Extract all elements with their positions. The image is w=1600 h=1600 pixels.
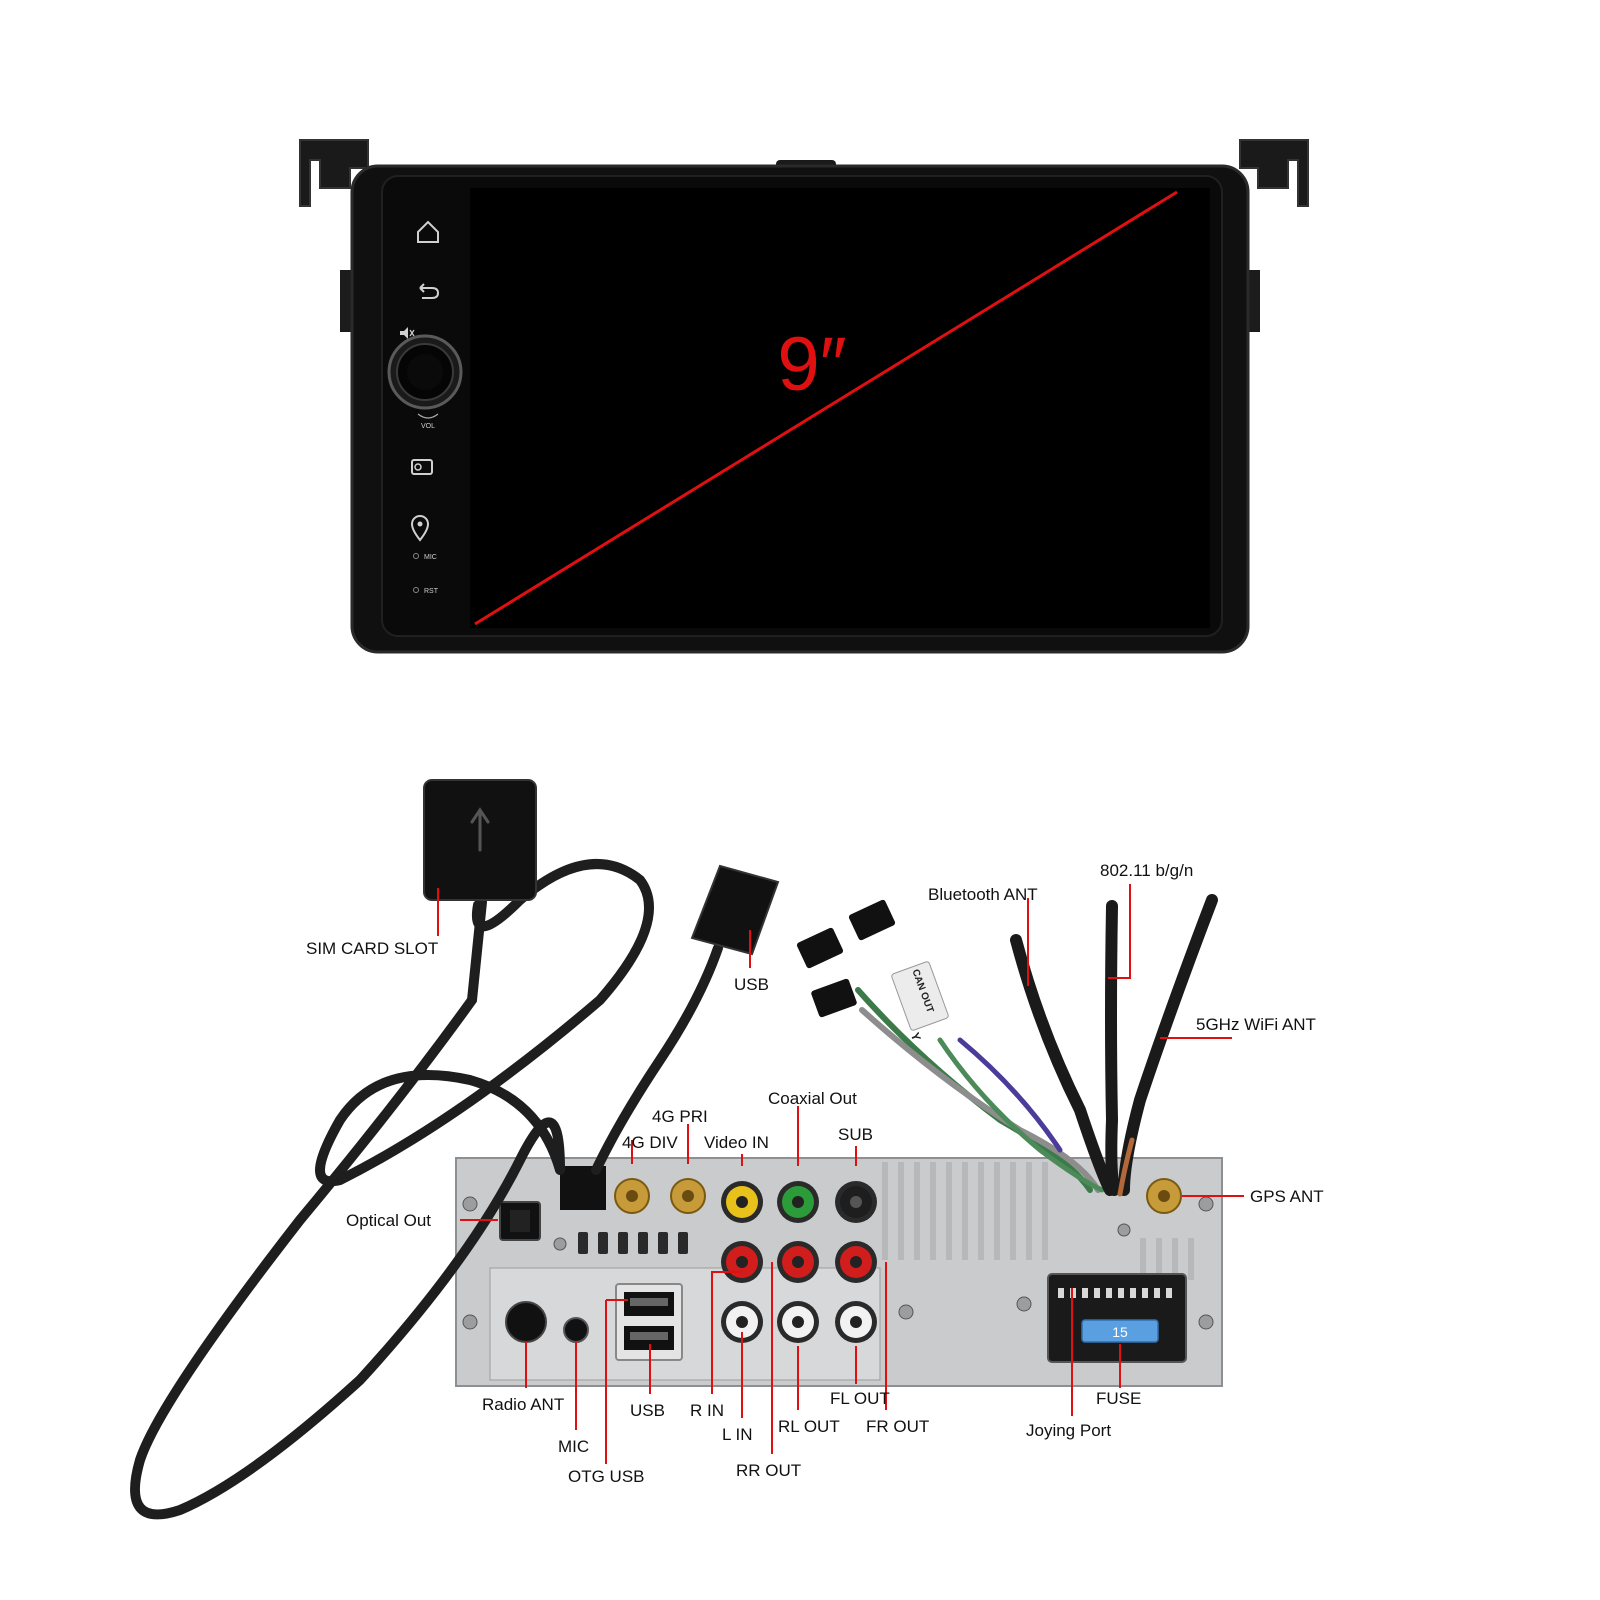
- 4g-pri-jack[interactable]: [671, 1179, 705, 1213]
- 4g-div-jack[interactable]: [615, 1179, 649, 1213]
- right-mount-bracket: [1240, 140, 1308, 206]
- usb-top-housing: [692, 866, 778, 954]
- joying-port-label: Joying Port: [1026, 1421, 1111, 1440]
- usb-bottom-label: USB: [630, 1401, 665, 1420]
- chassis-lower-left: [490, 1268, 880, 1380]
- video-in-label: Video IN: [704, 1133, 769, 1152]
- radio-ant-label: Radio ANT: [482, 1395, 564, 1414]
- coaxial-out-label: Coaxial Out: [768, 1089, 857, 1108]
- mic-label: MIC: [558, 1437, 589, 1456]
- video-in-jack[interactable]: [721, 1181, 763, 1223]
- l-in-label: L IN: [722, 1425, 753, 1444]
- head-unit: 9″ VOL MIC RST: [300, 140, 1308, 652]
- rst-label: RST: [424, 588, 439, 595]
- wire-purple: [960, 1040, 1060, 1150]
- display-screen: [470, 188, 1210, 628]
- 4g-pri-label: 4G PRI: [652, 1107, 708, 1126]
- sim-card-slot-label: SIM CARD SLOT: [306, 939, 438, 958]
- screen-size-label: 9″: [777, 322, 846, 407]
- rl-out-jack[interactable]: [777, 1301, 819, 1343]
- r-in-jack[interactable]: [721, 1241, 763, 1283]
- radio-ant-port[interactable]: [506, 1302, 546, 1342]
- volume-knob[interactable]: [389, 336, 461, 408]
- mic-port[interactable]: [564, 1318, 588, 1342]
- y-tag-label: Y: [908, 1030, 924, 1042]
- fuse-value: 15: [1112, 1324, 1128, 1340]
- plug-connector-1: [796, 927, 844, 969]
- otg-usb-label: OTG USB: [568, 1467, 645, 1486]
- rl-out-label: RL OUT: [778, 1417, 840, 1436]
- joying-port-connector[interactable]: [1048, 1274, 1186, 1362]
- mic-indicator-label: MIC: [424, 554, 437, 561]
- r-in-label: R IN: [690, 1401, 724, 1420]
- 5ghz-ant-cable: [1124, 900, 1212, 1190]
- wifi-5ghz-label: 5GHz WiFi ANT: [1196, 1015, 1316, 1034]
- sub-label: SUB: [838, 1125, 873, 1144]
- rr-out-label: RR OUT: [736, 1461, 801, 1480]
- 4g-div-label: 4G DIV: [622, 1133, 678, 1152]
- fuse-label: FUSE: [1096, 1389, 1141, 1408]
- coaxial-out-jack[interactable]: [777, 1181, 819, 1223]
- wifi-ant-cable: [1111, 906, 1114, 1190]
- fr-out-label: FR OUT: [866, 1417, 929, 1436]
- fl-out-label: FL OUT: [830, 1389, 890, 1408]
- plug-connector-2: [848, 899, 896, 941]
- gps-ant-jack[interactable]: [1147, 1179, 1181, 1213]
- fl-out-jack[interactable]: [835, 1301, 877, 1343]
- fr-out-jack[interactable]: [835, 1241, 877, 1283]
- rr-out-jack[interactable]: [777, 1241, 819, 1283]
- vol-label: VOL: [421, 423, 435, 430]
- sub-jack[interactable]: [835, 1181, 877, 1223]
- gps-ant-label: GPS ANT: [1250, 1187, 1324, 1206]
- optical-out-label: Optical Out: [346, 1211, 431, 1230]
- wifi-802-label: 802.11 b/g/n: [1100, 861, 1193, 880]
- bluetooth-ant-label: Bluetooth ANT: [928, 885, 1038, 904]
- usb-top-label: USB: [734, 975, 769, 994]
- plug-connector-3: [810, 978, 857, 1018]
